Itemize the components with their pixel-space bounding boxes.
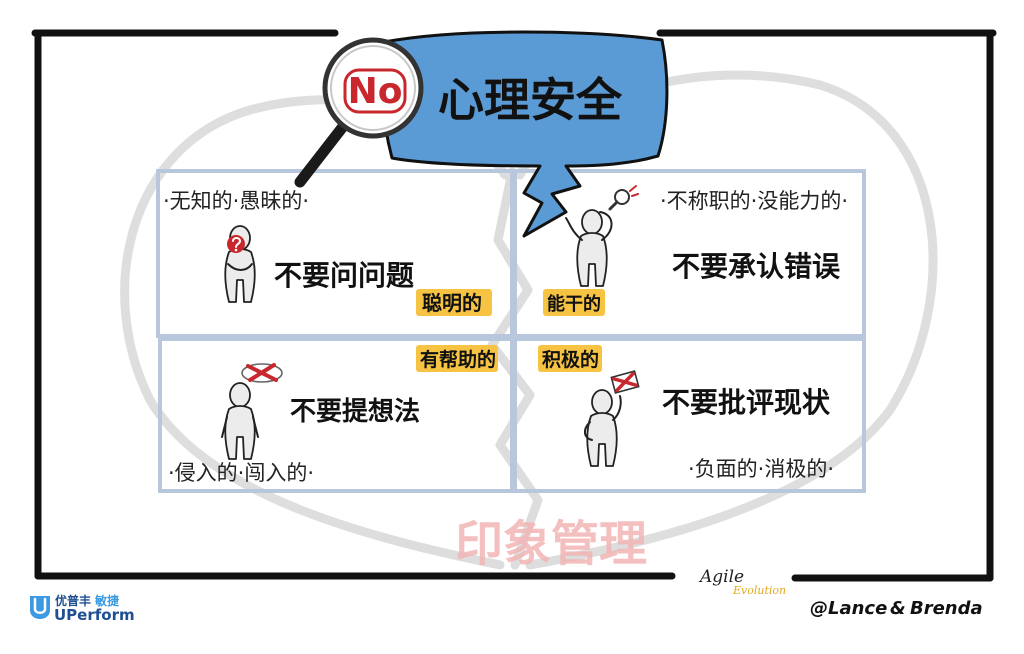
cross-cloud-icon [241,363,283,383]
person-figure [224,225,256,303]
arms-down [221,416,259,438]
quadrant-top-left: ·无知的·愚昧的· 不要问问题 聪明的 [163,189,492,316]
logo-shield [30,596,50,619]
credit-first: @Lance [810,598,887,619]
figure-torso [224,405,256,460]
behavior-heading: 不要提想法 [290,397,420,427]
spark-1 [629,185,637,192]
behavior-heading: 不要承认错误 [672,250,841,283]
no-badge-outline [343,68,407,114]
credit-second: Brenda [910,598,983,619]
cross-stroke-2 [248,363,276,382]
desired-tag-highlight [416,289,492,316]
credit-ampersand: & [890,598,906,619]
figure-torso [576,232,608,287]
figure-torso [586,412,618,467]
desired-tag-highlight [538,345,602,372]
person-figure [584,389,622,467]
cross-card-icon [610,370,640,394]
frame [31,29,997,582]
perception-label: ·不称职的·没能力的· [660,189,848,213]
perception-label: ·负面的·消极的· [688,457,834,481]
crossed-arms [227,263,253,271]
brand-name-cn: 优普丰 [55,593,91,608]
desired-tag: 能干的 [547,293,601,315]
desired-tag: 积极的 [542,348,599,371]
perception-label: ·无知的·愚昧的· [163,189,309,213]
behavior-heading: 不要批评现状 [662,386,831,419]
desired-tag: 有帮助的 [420,348,496,371]
desired-tag: 聪明的 [422,291,482,315]
perception-label: ·侵入的·闯入的· [168,461,314,485]
small-magnifier-handle [608,200,619,211]
logo-u-mark [33,597,47,614]
arm-raised [565,217,583,241]
figure-head [591,389,613,415]
quadrant-grid [156,169,866,493]
brand-name-en: UPerform [54,606,135,624]
arm-on-hip [584,421,593,441]
figure-head [229,382,251,408]
person-figure [565,209,613,287]
grid-bottom-left [158,337,514,493]
agile-word: Agile [698,567,744,587]
agile-evolution-logo: Agile Evolution [698,567,786,597]
quadrant-top-right: ·不称职的·没能力的· 不要承认错误 能干的 [543,185,848,316]
arm-holding [612,395,622,421]
cross-stroke-2 [615,371,635,393]
question-mark-icon [227,235,245,253]
grid-top-right [513,169,866,338]
uperform-logo-icon [30,596,50,619]
arm-scratching-head [599,211,613,241]
question-mark-dot [234,248,238,252]
behavior-heading: 不要问问题 [274,259,414,292]
brand-name-cn-accent: 敏捷 [94,593,120,608]
evolution-word: Evolution [732,584,786,597]
small-magnifier-icon [608,185,639,211]
no-badge: No [348,71,403,112]
grid-bottom-right [513,337,866,493]
person-figure [221,382,259,460]
desired-tag-highlight [543,289,605,316]
watermark: 印象管理 [455,516,647,572]
question-mark-hook [232,237,242,248]
desired-tag-highlight [416,345,498,372]
author-credit: @Lance & Brenda [810,598,983,619]
brand-logo: 优普丰 敏捷 UPerform [30,593,135,624]
figure-head [581,209,603,235]
speech-bubble-shape [380,30,669,238]
magnifier-lens-inner [330,45,416,131]
magnifier-icon: No [294,37,424,188]
quadrant-bottom-left: 有帮助的 不要提想法 ·侵入的·闯入的· [168,345,498,485]
title-speech-bubble: 心理安全 [380,30,669,238]
quadrant-bottom-right: 积极的 不要批评现状 ·负面的·消极的· [538,345,834,481]
page-title: 心理安全 [438,73,623,127]
grid-top-left [156,169,514,338]
magnifier-handle [294,118,351,188]
small-magnifier-lens [614,189,630,205]
spark-2 [631,193,639,197]
